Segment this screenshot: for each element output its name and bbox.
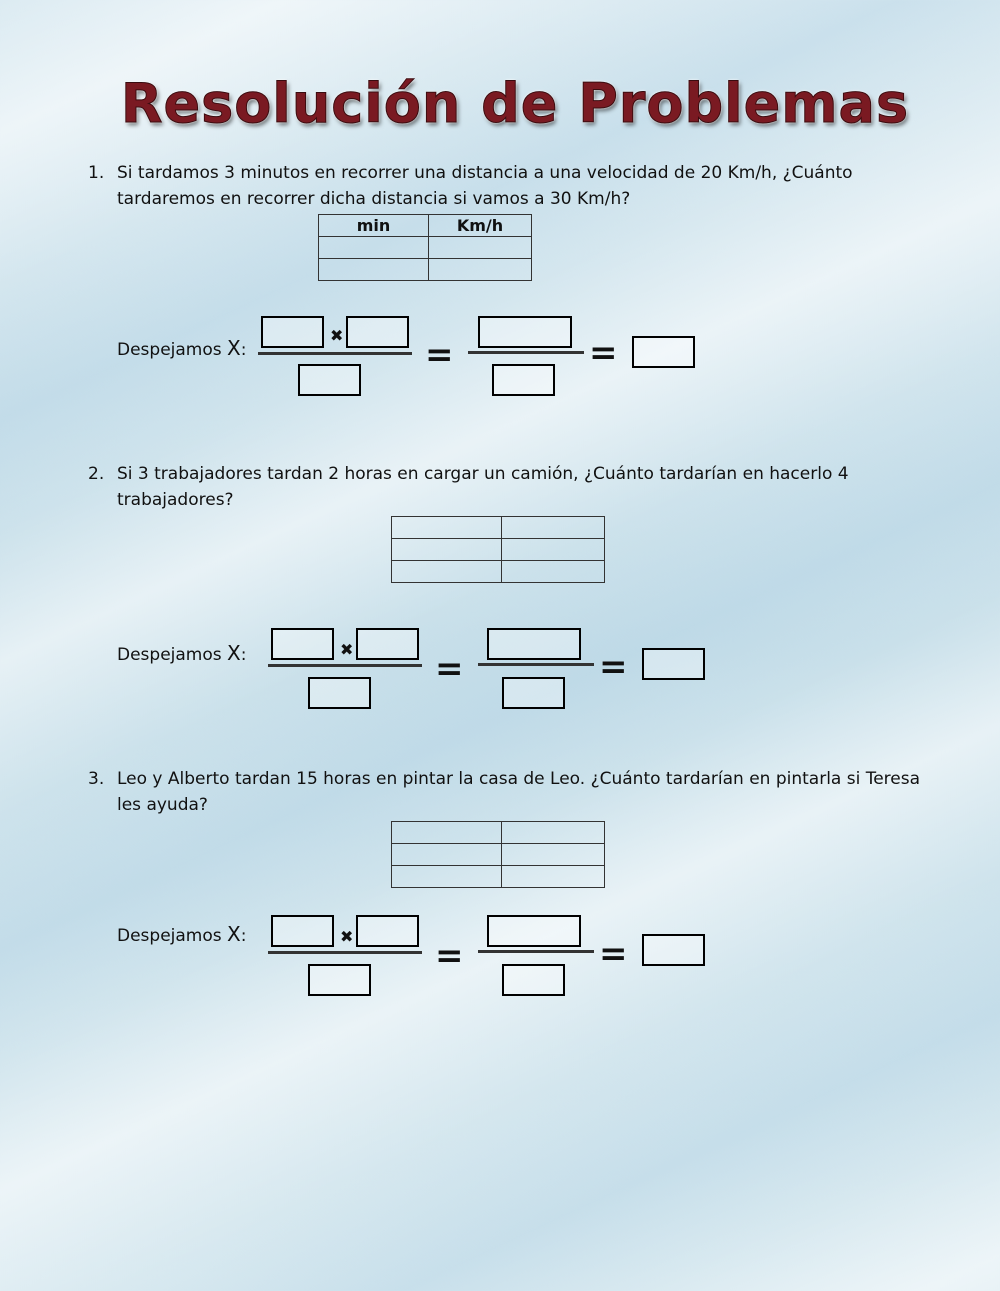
problem-number: 2. bbox=[88, 464, 105, 484]
problem-number: 3. bbox=[88, 769, 105, 789]
data-table-2 bbox=[391, 516, 605, 583]
result-box[interactable] bbox=[642, 648, 705, 680]
table-header-cell[interactable] bbox=[391, 516, 502, 539]
equals-symbol: = bbox=[589, 333, 618, 373]
variable-x: X bbox=[227, 641, 241, 665]
times-symbol: ✖ bbox=[340, 640, 354, 659]
table-cell[interactable] bbox=[318, 236, 429, 259]
table-cell[interactable] bbox=[428, 258, 532, 281]
table-cell[interactable] bbox=[428, 236, 532, 259]
solve-label-1: Despejamos X: bbox=[117, 336, 247, 360]
table-header-cell: min bbox=[318, 214, 429, 237]
table-header-cell[interactable] bbox=[501, 516, 605, 539]
equals-symbol: = bbox=[599, 934, 628, 974]
answer-box[interactable] bbox=[308, 677, 371, 709]
result-box[interactable] bbox=[642, 934, 705, 966]
answer-box[interactable] bbox=[502, 964, 565, 996]
answer-box[interactable] bbox=[261, 316, 324, 348]
table-cell[interactable] bbox=[501, 843, 605, 866]
answer-box[interactable] bbox=[356, 628, 419, 660]
solve-label-2: Despejamos X: bbox=[117, 641, 247, 665]
variable-x: X bbox=[227, 336, 241, 360]
answer-box[interactable] bbox=[356, 915, 419, 947]
result-box[interactable] bbox=[632, 336, 695, 368]
problem-number: 1. bbox=[88, 163, 105, 183]
answer-box[interactable] bbox=[346, 316, 409, 348]
answer-box[interactable] bbox=[271, 915, 334, 947]
table-cell[interactable] bbox=[391, 538, 502, 561]
solve-label-3: Despejamos X: bbox=[117, 922, 247, 946]
table-header-cell[interactable] bbox=[391, 821, 502, 844]
fraction-bar bbox=[478, 663, 594, 666]
page-title: Resolución de Problemas bbox=[120, 72, 910, 136]
times-symbol: ✖ bbox=[340, 927, 354, 946]
answer-box[interactable] bbox=[502, 677, 565, 709]
table-cell[interactable] bbox=[391, 560, 502, 583]
fraction-bar bbox=[478, 950, 594, 953]
answer-box[interactable] bbox=[487, 628, 581, 660]
equals-symbol: = bbox=[599, 647, 628, 687]
answer-box[interactable] bbox=[492, 364, 555, 396]
equals-symbol: = bbox=[435, 649, 464, 689]
answer-box[interactable] bbox=[487, 915, 581, 947]
variable-x: X bbox=[227, 922, 241, 946]
data-table-3 bbox=[391, 821, 605, 888]
table-cell[interactable] bbox=[318, 258, 429, 281]
table-cell[interactable] bbox=[501, 560, 605, 583]
answer-box[interactable] bbox=[298, 364, 361, 396]
times-symbol: ✖ bbox=[330, 326, 344, 345]
table-cell[interactable] bbox=[391, 865, 502, 888]
table-cell[interactable] bbox=[391, 843, 502, 866]
equals-symbol: = bbox=[435, 936, 464, 976]
problem-text: Leo y Alberto tardan 15 horas en pintar … bbox=[117, 769, 921, 815]
fraction-bar bbox=[258, 352, 412, 355]
table-cell[interactable] bbox=[501, 538, 605, 561]
problem-text: Si 3 trabajadores tardan 2 horas en carg… bbox=[117, 464, 849, 510]
table-header-cell[interactable] bbox=[501, 821, 605, 844]
problem-text: Si tardamos 3 minutos en recorrer una di… bbox=[117, 163, 853, 209]
fraction-bar bbox=[268, 951, 422, 954]
equals-symbol: = bbox=[425, 335, 454, 375]
table-cell[interactable] bbox=[501, 865, 605, 888]
answer-box[interactable] bbox=[478, 316, 572, 348]
fraction-bar bbox=[268, 664, 422, 667]
table-header-cell: Km/h bbox=[428, 214, 532, 237]
answer-box[interactable] bbox=[308, 964, 371, 996]
data-table-1: min Km/h bbox=[318, 214, 532, 281]
answer-box[interactable] bbox=[271, 628, 334, 660]
fraction-bar bbox=[468, 351, 584, 354]
